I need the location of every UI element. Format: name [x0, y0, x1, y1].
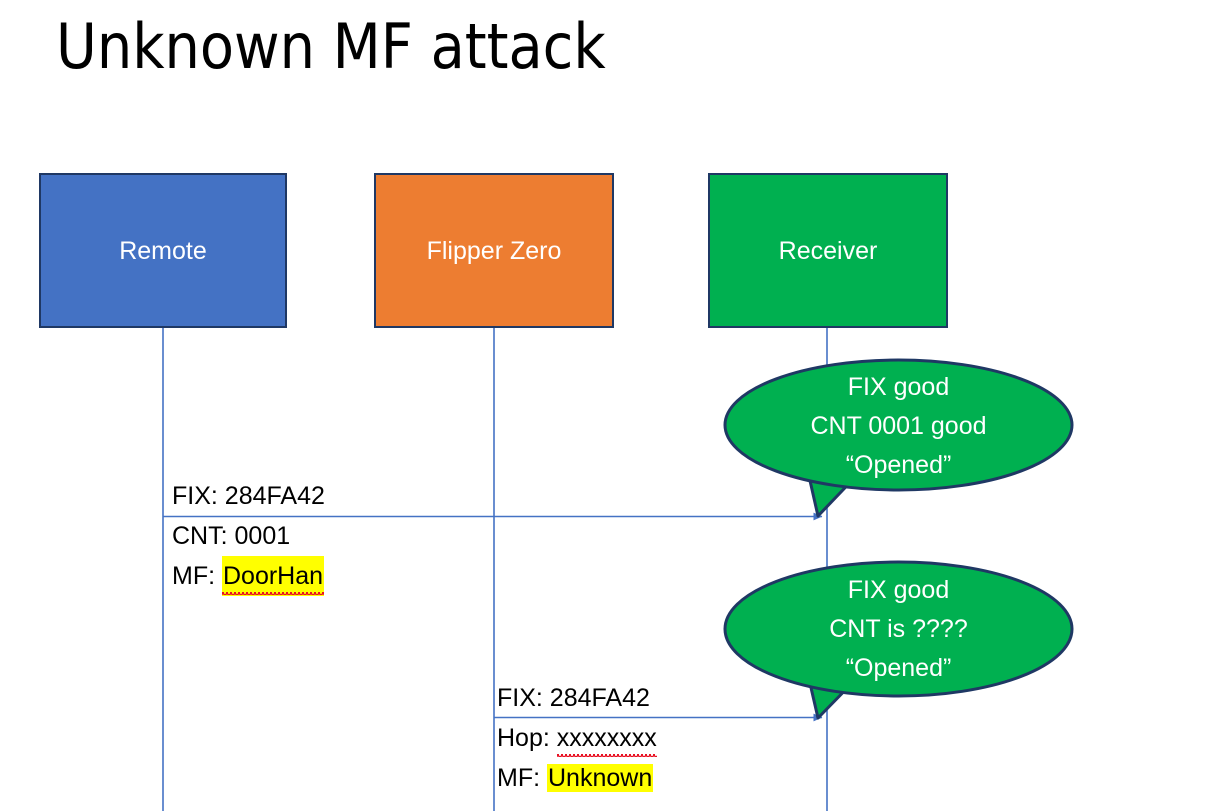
- actor-box-remote[interactable]: Remote: [39, 173, 287, 328]
- bubble-line: “Opened”: [845, 654, 952, 682]
- actor-box-receiver[interactable]: Receiver: [708, 173, 948, 328]
- message-line: FIX: 284FA42: [497, 678, 657, 718]
- message-line: MF: Unknown: [497, 758, 657, 798]
- message-line-label: FIX:: [497, 684, 543, 712]
- bubble-line: “Opened”: [845, 451, 952, 479]
- speech-bubble-1-text: FIX good CNT 0001 good “Opened”: [725, 368, 1072, 485]
- page-title: Unknown MF attack: [56, 10, 606, 83]
- speech-bubble-2-text: FIX good CNT is ???? “Opened”: [725, 571, 1072, 688]
- bubble-line: CNT 0001 good: [810, 412, 987, 440]
- message-line-label: MF:: [497, 764, 541, 792]
- message-line-label: Hop:: [497, 724, 550, 752]
- message-label-block-2: FIX: 284FA42 Hop: xxxxxxxx MF: Unknown: [497, 678, 657, 798]
- message-line-value: 0001: [234, 522, 291, 550]
- speech-bubble-1: [723, 358, 1074, 518]
- actor-label-flipper-zero: Flipper Zero: [426, 236, 562, 265]
- bubble-body-2: [723, 560, 1074, 698]
- message-line-label: CNT:: [172, 522, 228, 550]
- message-line-value-highlighted: DoorHan: [222, 556, 325, 596]
- message-line-value-misspelled: xxxxxxxx: [556, 718, 657, 758]
- actor-box-flipper-zero[interactable]: Flipper Zero: [374, 173, 614, 328]
- speech-bubble-2: [723, 560, 1074, 720]
- message-line-value: 284FA42: [224, 482, 325, 510]
- message-label-block-1: FIX: 284FA42 CNT: 0001 MF: DoorHan: [172, 476, 325, 596]
- message-line: Hop: xxxxxxxx: [497, 718, 657, 758]
- message-line: FIX: 284FA42: [172, 476, 325, 516]
- message-line-value-highlighted: Unknown: [547, 764, 654, 792]
- message-line: CNT: 0001: [172, 516, 325, 556]
- message-line-label: MF:: [172, 562, 216, 590]
- actor-label-remote: Remote: [119, 236, 207, 265]
- actor-label-receiver: Receiver: [778, 236, 878, 265]
- bubble-body-1: [723, 358, 1074, 492]
- bubble-line: FIX good: [847, 576, 950, 604]
- message-line: MF: DoorHan: [172, 556, 325, 596]
- message-line-label: FIX:: [172, 482, 218, 510]
- message-line-value: 284FA42: [549, 684, 650, 712]
- bubble-line: FIX good: [847, 373, 950, 401]
- bubble-line: CNT is ????: [829, 615, 968, 643]
